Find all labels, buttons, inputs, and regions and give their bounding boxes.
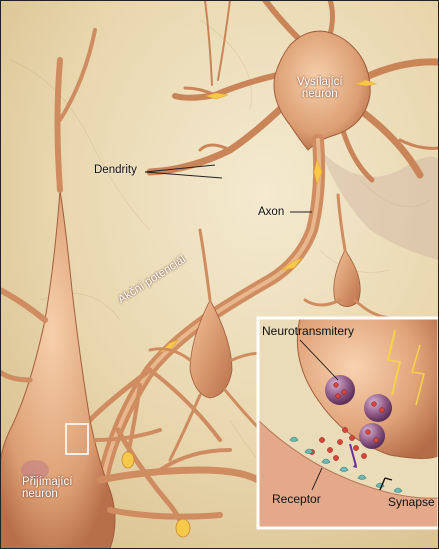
synapse-label: Synapse bbox=[388, 496, 435, 509]
dendrites-label: Dendrity bbox=[94, 164, 137, 176]
sending-neuron-label-line2: neuron bbox=[297, 88, 343, 100]
receptor-label: Receptor bbox=[272, 493, 321, 506]
receiving-neuron-label-line2: neuron bbox=[22, 488, 72, 500]
neurotransmitters-label: Neurotransmitery bbox=[262, 325, 354, 338]
sending-neuron-label: Vysílající neuron bbox=[297, 76, 343, 100]
sending-neuron-label-line1: Vysílající bbox=[297, 76, 343, 88]
receiving-neuron-label: Přijímající neuron bbox=[22, 476, 72, 500]
receiving-neuron-label-line1: Přijímající bbox=[22, 476, 72, 488]
axon-label: Axon bbox=[258, 206, 284, 218]
